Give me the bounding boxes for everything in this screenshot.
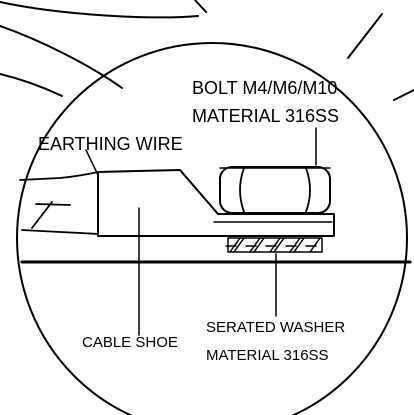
leader-lines-top-left — [0, 0, 414, 101]
detail-circle — [16, 42, 408, 415]
earthing-wire — [19, 171, 99, 235]
bolt-label-line1: BOLT M4/M6/M10 — [192, 78, 337, 98]
label-leaders — [85, 127, 317, 336]
bolt-label-line2: MATERIAL 316SS — [192, 106, 339, 126]
washer-label-line1: SERATED WASHER — [206, 319, 345, 336]
cable-shoe-label: CABLE SHOE — [82, 334, 178, 351]
cable-shoe-body — [97, 169, 335, 237]
earthing-wire-label: EARTHING WIRE — [38, 134, 183, 154]
washer-label-line2: MATERIAL 316SS — [206, 347, 329, 364]
serrated-washer — [225, 237, 323, 253]
bolt-nut — [219, 166, 331, 214]
